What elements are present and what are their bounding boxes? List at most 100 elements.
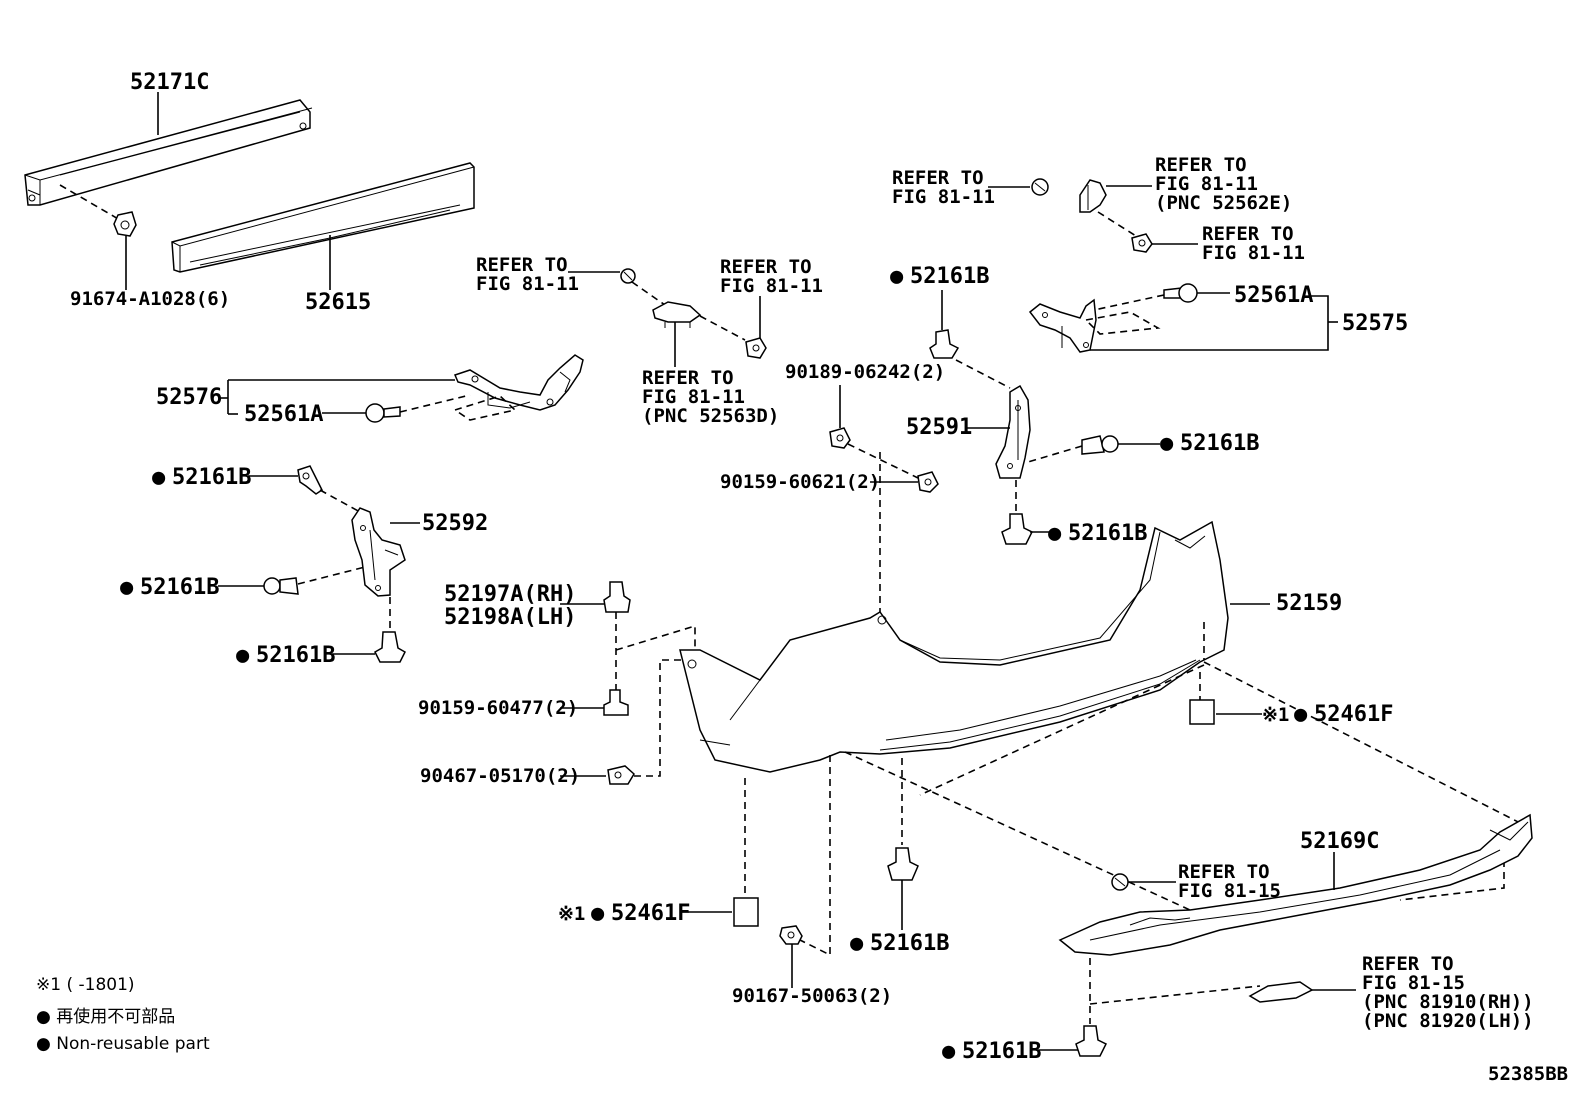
bracket-52562e-icon bbox=[1079, 179, 1107, 213]
refer-5-line3: (PNC 52562E) bbox=[1155, 192, 1292, 214]
label-90159-60477: 90159-60477(2) bbox=[418, 697, 578, 719]
refer-8-line3: (PNC 81910(RH)) bbox=[1362, 991, 1534, 1013]
refer-4-line2: FIG 81-11 bbox=[892, 186, 995, 208]
label-52461f-right: 52461F bbox=[1314, 702, 1393, 727]
refer-4-line1: REFER TO bbox=[892, 167, 984, 189]
clip-refer-81-11-a-icon bbox=[620, 268, 636, 284]
legend-non-reusable-jp: ● 再使用不可部品 bbox=[36, 1006, 175, 1027]
dot-7: ● bbox=[890, 264, 904, 289]
dot-1: ● bbox=[152, 465, 166, 490]
clip-52161b-5-icon bbox=[1075, 1025, 1108, 1057]
dot-3: ● bbox=[236, 643, 250, 668]
bolt-90159-60477-icon bbox=[603, 689, 629, 716]
label-52592: 52592 bbox=[422, 511, 488, 536]
legend-non-reusable-en: ● Non-reusable part bbox=[36, 1034, 210, 1054]
bracket-52563d-icon bbox=[652, 301, 702, 328]
clip-90189-icon bbox=[829, 427, 851, 449]
ref1-mark-right: ※1 bbox=[1262, 704, 1289, 726]
label-52169c: 52169C bbox=[1300, 829, 1379, 854]
clip-90467-icon bbox=[607, 765, 635, 785]
clip-refer-81-15-icon bbox=[1111, 873, 1129, 891]
dot-10: ● bbox=[1294, 702, 1308, 727]
label-52161b-3: 52161B bbox=[256, 643, 335, 668]
refer-8-line4: (PNC 81920(LH)) bbox=[1362, 1010, 1534, 1032]
label-52576: 52576 bbox=[156, 385, 222, 410]
dot-5: ● bbox=[850, 931, 864, 956]
clip-52161b-8-icon bbox=[1001, 513, 1034, 545]
label-52615: 52615 bbox=[305, 290, 371, 315]
label-52161b-8: 52161B bbox=[1068, 521, 1147, 546]
label-52161b-4: 52161B bbox=[870, 931, 949, 956]
refer-2-line1: REFER TO bbox=[720, 256, 812, 278]
refer-8-line2: FIG 81-15 bbox=[1362, 972, 1465, 994]
clip-52197a-icon bbox=[603, 581, 631, 613]
nut-refer-81-11-d-icon bbox=[1131, 233, 1153, 253]
reflector-81910-icon bbox=[1248, 981, 1314, 1003]
label-52171c: 52171C bbox=[130, 70, 209, 95]
label-91674: 91674-A1028(6) bbox=[70, 288, 230, 310]
refer-7-line2: FIG 81-15 bbox=[1178, 880, 1281, 902]
refer-7-line1: REFER TO bbox=[1178, 861, 1270, 883]
refer-8-line1: REFER TO bbox=[1362, 953, 1454, 975]
label-52161b-1: 52161B bbox=[172, 465, 251, 490]
label-52161b-2: 52161B bbox=[140, 575, 219, 600]
clip-52161b-6-icon bbox=[929, 329, 960, 359]
label-52561a-right: 52561A bbox=[1234, 283, 1313, 308]
refer-3-line2: FIG 81-11 bbox=[642, 386, 745, 408]
part-52615-absorber bbox=[171, 162, 475, 273]
dot-2: ● bbox=[120, 575, 134, 600]
part-52576-retainer bbox=[453, 354, 584, 411]
dot-8: ● bbox=[1160, 431, 1174, 456]
part-52592-retainer bbox=[351, 507, 406, 597]
refer-5-line2: FIG 81-11 bbox=[1155, 173, 1258, 195]
ref1-mark-left: ※1 bbox=[558, 903, 585, 925]
clip-52161b-1-icon bbox=[297, 465, 323, 495]
nut-90167-icon bbox=[779, 925, 803, 945]
refer-6-line2: FIG 81-11 bbox=[1202, 242, 1305, 264]
label-52561a-left: 52561A bbox=[244, 402, 323, 427]
refer-5-line1: REFER TO bbox=[1155, 154, 1247, 176]
label-90467: 90467-05170(2) bbox=[420, 765, 580, 787]
clip-52161b-2-icon bbox=[263, 577, 299, 595]
label-52161b-5: 52161B bbox=[962, 1039, 1041, 1064]
part-52575-retainer bbox=[1028, 298, 1097, 353]
dot-6: ● bbox=[942, 1039, 956, 1064]
label-90167: 90167-50063(2) bbox=[732, 985, 892, 1007]
clip-52161b-4-icon bbox=[887, 847, 919, 881]
label-52575: 52575 bbox=[1342, 311, 1408, 336]
dot-4: ● bbox=[591, 901, 605, 926]
screw-52561a-left-icon bbox=[365, 403, 401, 423]
pad-52461f-right-icon bbox=[1189, 699, 1215, 725]
label-90159-60621: 90159-60621(2) bbox=[720, 471, 880, 493]
label-52161b-7: 52161B bbox=[1180, 431, 1259, 456]
clip-52161b-7-icon bbox=[1081, 435, 1119, 455]
clip-refer-81-11-c-icon bbox=[1031, 178, 1049, 196]
refer-3-line1: REFER TO bbox=[642, 367, 734, 389]
part-52169c-lower-cover bbox=[1058, 813, 1533, 956]
nut-refer-81-11-b-icon bbox=[745, 337, 767, 359]
legend-note-1801: ※1 ( -1801) bbox=[36, 975, 135, 995]
dot-9: ● bbox=[1048, 521, 1062, 546]
part-52159-bumper-cover bbox=[679, 520, 1229, 773]
label-52161b-6: 52161B bbox=[910, 264, 989, 289]
label-52159: 52159 bbox=[1276, 591, 1342, 616]
figure-code: 52385BB bbox=[1488, 1063, 1568, 1085]
label-52197a: 52197A(RH) bbox=[444, 582, 576, 607]
refer-2-line2: FIG 81-11 bbox=[720, 275, 823, 297]
clip-52161b-3-icon bbox=[374, 631, 406, 663]
bolt-91674-icon bbox=[113, 211, 137, 237]
label-52198a: 52198A(LH) bbox=[444, 605, 576, 630]
pad-52461f-left-icon bbox=[733, 897, 759, 927]
refer-1-line1: REFER TO bbox=[476, 254, 568, 276]
label-52461f-left: 52461F bbox=[611, 901, 690, 926]
refer-3-line3: (PNC 52563D) bbox=[642, 405, 779, 427]
label-52591: 52591 bbox=[906, 415, 972, 440]
part-52591-retainer bbox=[995, 384, 1031, 479]
label-90189: 90189-06242(2) bbox=[785, 361, 945, 383]
screw-52561a-right-icon bbox=[1163, 283, 1198, 303]
nut-90159-60621-icon bbox=[917, 471, 939, 493]
refer-6-line1: REFER TO bbox=[1202, 223, 1294, 245]
part-52171c-reinforcement bbox=[24, 99, 313, 206]
